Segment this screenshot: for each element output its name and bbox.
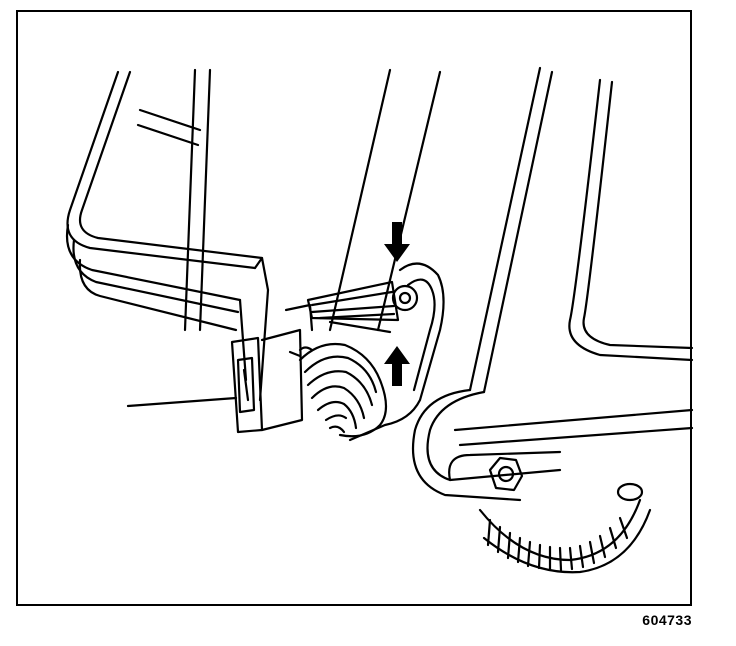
housing-panel	[328, 66, 694, 502]
frame-rail	[65, 68, 270, 402]
figure-number: 604733	[642, 612, 692, 628]
arrow-down-icon	[384, 222, 410, 262]
connector-body	[230, 303, 314, 434]
mounting-bracket	[348, 262, 445, 442]
push-pin-retainer	[306, 280, 400, 334]
leader-line	[126, 396, 238, 408]
bellows-boot	[298, 342, 388, 438]
arrow-up-icon	[384, 346, 410, 386]
corrugated-conduit	[478, 482, 652, 574]
bolt	[488, 456, 524, 492]
